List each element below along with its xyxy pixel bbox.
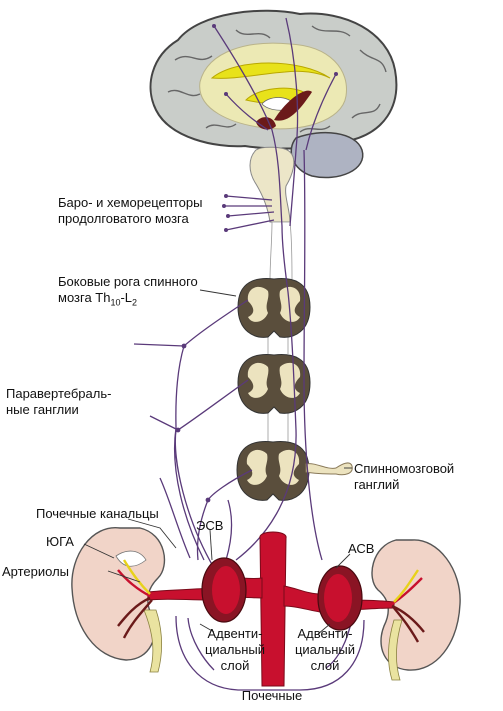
nerve-dots [175,24,338,503]
label-lateral-horns-2: мозга Th10-L2 [58,290,137,311]
brain [149,9,398,223]
lateral-horns-sub1: 10 [110,297,121,308]
label-baroreceptors-1: Баро- и хеморецепторы [58,195,203,210]
brainstem [249,146,295,223]
spinal-segment-3 [236,441,310,501]
left-kidney [71,527,166,673]
label-lateral-horns-1: Боковые рога спинного [58,274,198,289]
lateral-horns-prefix: мозга Th [58,290,111,305]
brain-gyri [167,25,387,133]
label-adventitial-right-1: Адвенти- [297,626,353,641]
left-hilum-vessels [117,559,153,639]
label-spinal-ganglion-2: ганглий [354,477,400,492]
spinal-segment-1 [237,278,311,338]
lateral-horns-sub2: 2 [132,297,138,308]
label-adventitial-left-3: слой [220,658,250,673]
left-ring-inner [212,566,240,614]
left-ureter [143,609,162,673]
label-renal: Почечные [241,688,303,703]
lateral-horns-mid: -L [120,290,133,305]
label-adventitial-right-2: циальный [294,642,356,657]
right-hilum-vessels [391,569,425,643]
pointer-lines [83,289,352,635]
nerve-pathways [133,17,365,691]
label-paravertebral-1: Паравертебраль- [6,386,112,401]
label-yuga: ЮГА [46,534,74,549]
right-ring-inner [324,574,352,622]
aorta [147,531,395,687]
spinal-cord-tract [267,221,293,446]
corpus-callosum [210,62,331,79]
right-kidney [371,539,461,681]
label-baroreceptors-2: продолговатого мозга [58,211,189,226]
label-spinal-ganglion-1: Спинномозговой [354,461,455,476]
label-esv: ЭСВ [196,518,224,533]
limbic-area [199,42,347,130]
hippocampus [274,90,312,121]
label-adventitial-left-2: циальный [204,642,266,657]
dorsal-root-ganglion [305,462,353,476]
label-renal-tubules: Почечные канальцы [36,506,159,521]
cerebellum [290,131,364,179]
spinal-segment-2 [237,354,311,414]
label-adventitial-left-1: Адвенти- [207,626,263,641]
label-arterioles: Артериолы [2,564,70,579]
right-ureter [388,619,403,681]
label-asv: АСВ [348,541,375,556]
label-adventitial-right-3: слой [310,658,340,673]
label-paravertebral-2: ные ганглии [6,402,79,417]
